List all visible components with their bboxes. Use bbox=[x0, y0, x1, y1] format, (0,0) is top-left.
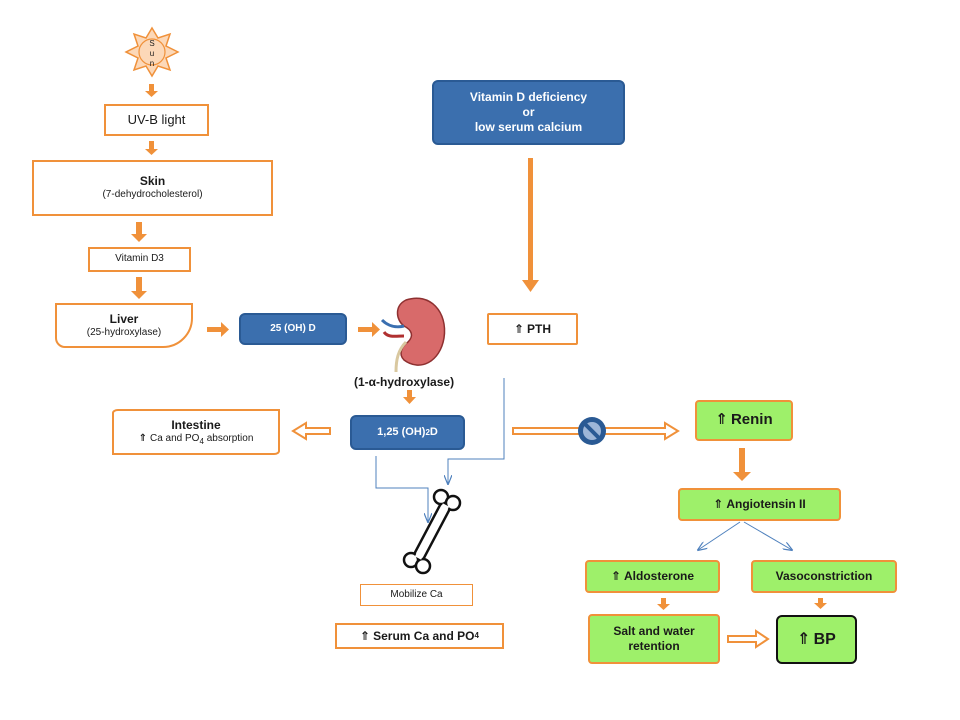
liver-title: Liver bbox=[109, 311, 139, 326]
liver-subtitle: (25-hydroxylase) bbox=[86, 326, 162, 338]
salt-line-2: retention bbox=[628, 639, 680, 653]
calcitriol-sub: 2 bbox=[425, 427, 430, 437]
serum-text: Serum Ca and PO bbox=[373, 628, 475, 643]
angiotensin-up-arrow-icon: ⇑ bbox=[713, 497, 724, 511]
sun-letter-3: n bbox=[149, 59, 155, 68]
right-arrow-25ohd-kidney bbox=[358, 322, 380, 337]
pth-label: PTH bbox=[527, 321, 552, 336]
down-arrow-vitd3-liver bbox=[131, 277, 147, 299]
thin-arrow-calcitriol-bone bbox=[375, 456, 428, 522]
kidney-icon bbox=[380, 297, 446, 373]
vitamin-d3-box: Vitamin D3 bbox=[88, 247, 191, 272]
calcitriol-box: 1,25 (OH)2 D bbox=[350, 415, 465, 450]
mobilize-ca-box: Mobilize Ca bbox=[360, 584, 473, 606]
kidney-enzyme-label: (1-α-hydroxylase) bbox=[354, 375, 455, 389]
prohibition-icon bbox=[578, 417, 606, 445]
down-arrow-aldosterone-salt bbox=[657, 598, 670, 610]
25-oh-d-box: 25 (OH) D bbox=[239, 313, 347, 345]
uvb-light-label: UV-B light bbox=[127, 111, 186, 127]
serum-up-arrow-icon: ⇑ bbox=[360, 628, 371, 643]
down-arrow-skin-vitd3 bbox=[131, 222, 147, 242]
vasoconstriction-label: Vasoconstriction bbox=[775, 569, 873, 583]
right-arrow-liver-25ohd bbox=[207, 322, 229, 337]
down-arrow-vasoconstriction-bp bbox=[814, 598, 827, 609]
thin-arrow-pth-bone bbox=[448, 378, 505, 484]
thin-arrow-angiotensin-aldosterone bbox=[698, 521, 741, 550]
bone-icon bbox=[402, 488, 462, 575]
sun-letter-1: S bbox=[149, 39, 155, 48]
intestine-box: Intestine ⇑Ca and PO4 absorption bbox=[112, 409, 280, 455]
intestine-title: Intestine bbox=[171, 417, 221, 432]
intestine-sub: 4 bbox=[199, 436, 204, 446]
serum-sub: 4 bbox=[474, 631, 479, 640]
deficiency-line-1: Vitamin D deficiency bbox=[469, 90, 588, 104]
sun-icon bbox=[124, 26, 180, 78]
renin-label: Renin bbox=[730, 411, 773, 429]
bp-up-arrow-icon: ⇑ bbox=[797, 630, 811, 648]
aldosterone-box: ⇑ Aldosterone bbox=[585, 560, 720, 593]
mobilize-ca-label: Mobilize Ca bbox=[390, 588, 443, 600]
down-arrow-renin-angiotensin bbox=[733, 448, 751, 481]
intestine-text-2: absorption bbox=[203, 432, 254, 444]
thin-arrow-angiotensin-vasoconstriction bbox=[743, 521, 792, 550]
angiotensin-label: Angiotensin II bbox=[726, 497, 806, 511]
skin-box: Skin (7-dehydrocholesterol) bbox=[32, 160, 273, 216]
aldosterone-label: Aldosterone bbox=[624, 569, 695, 583]
uvb-light-box: UV-B light bbox=[104, 104, 209, 136]
intestine-text-1: Ca and PO bbox=[149, 432, 200, 444]
calcitriol-text-1: 1,25 (OH) bbox=[377, 425, 426, 438]
down-arrow-kidney-calcitriol bbox=[403, 390, 416, 404]
renin-box: ⇑ Renin bbox=[695, 400, 793, 441]
down-arrow-uvb-skin bbox=[145, 141, 158, 155]
down-arrow-deficiency-pth bbox=[522, 158, 539, 292]
deficiency-line-3: low serum calcium bbox=[474, 120, 583, 134]
angiotensin-box: ⇑ Angiotensin II bbox=[678, 488, 841, 521]
skin-subtitle: (7-dehydrocholesterol) bbox=[102, 189, 203, 201]
renin-up-arrow-icon: ⇑ bbox=[715, 411, 728, 429]
intestine-detail: ⇑Ca and PO4 absorption bbox=[139, 433, 254, 447]
skin-title: Skin bbox=[139, 174, 166, 189]
vasoconstriction-box: Vasoconstriction bbox=[751, 560, 897, 593]
deficiency-line-2: or bbox=[522, 105, 535, 119]
hollow-arrow-to-intestine bbox=[291, 421, 331, 441]
pth-box: ⇑ PTH bbox=[487, 313, 578, 345]
vitamin-d3-label: Vitamin D3 bbox=[115, 253, 164, 265]
bp-box: ⇑ BP bbox=[776, 615, 857, 664]
hollow-arrow-salt-bp bbox=[727, 629, 770, 649]
25-oh-d-label: 25 (OH) D bbox=[270, 322, 316, 334]
liver-box: Liver (25-hydroxylase) bbox=[55, 303, 193, 348]
aldosterone-up-arrow-icon: ⇑ bbox=[610, 569, 622, 583]
calcitriol-text-2: D bbox=[429, 425, 438, 438]
down-arrow-sun-uvb bbox=[145, 84, 158, 97]
salt-water-retention-box: Salt and water retention bbox=[588, 614, 720, 664]
salt-line-1: Salt and water bbox=[613, 624, 695, 638]
sun-letter-2: u bbox=[149, 49, 155, 58]
pth-up-arrow-icon: ⇑ bbox=[513, 321, 525, 336]
intestine-up-arrow-icon: ⇑ bbox=[138, 432, 147, 444]
bp-label: BP bbox=[813, 630, 836, 648]
vitamin-d-deficiency-box: Vitamin D deficiency or low serum calciu… bbox=[432, 80, 625, 145]
